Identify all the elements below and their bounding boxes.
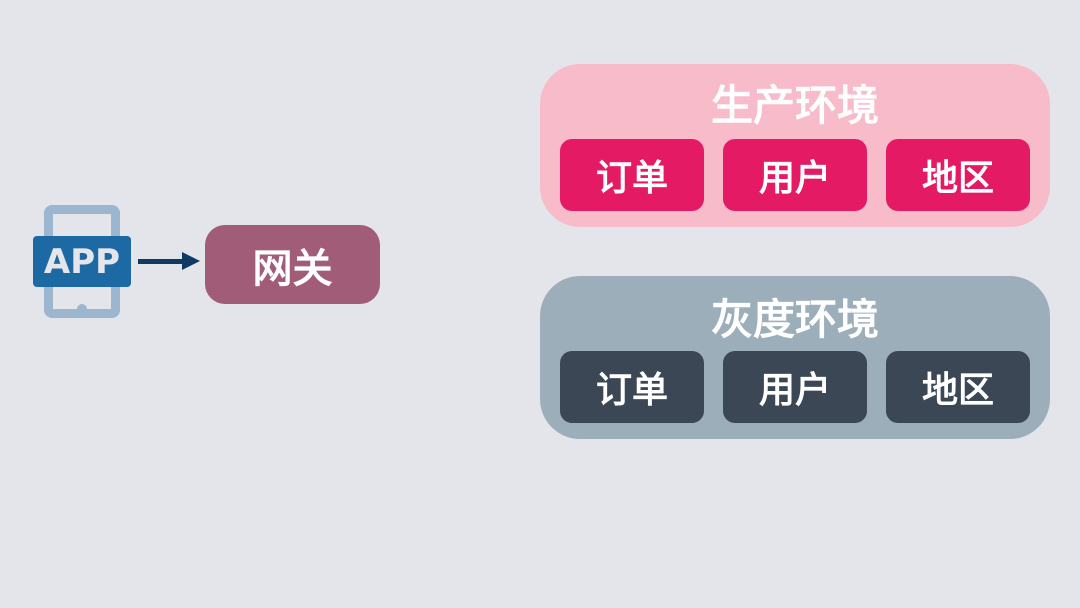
env-title: 生产环境 — [710, 81, 879, 130]
service-region: 地区 — [886, 139, 1030, 211]
service-order: 订单 — [560, 139, 704, 211]
service-user: 用户 — [723, 139, 867, 211]
phone-home-button-icon — [77, 304, 87, 314]
service-region: 地区 — [886, 351, 1030, 423]
service-user: 用户 — [723, 351, 867, 423]
arrow-head-icon — [182, 252, 200, 270]
env-title: 灰度环境 — [710, 295, 879, 344]
service-order: 订单 — [560, 351, 704, 423]
gateway-node: 网关 — [205, 225, 380, 304]
gray-environment: 灰度环境 订单 用户 地区 — [540, 276, 1050, 439]
production-environment: 生产环境 订单 用户 地区 — [540, 64, 1050, 227]
app-badge: APP — [33, 236, 131, 287]
arrow-line — [138, 259, 184, 264]
